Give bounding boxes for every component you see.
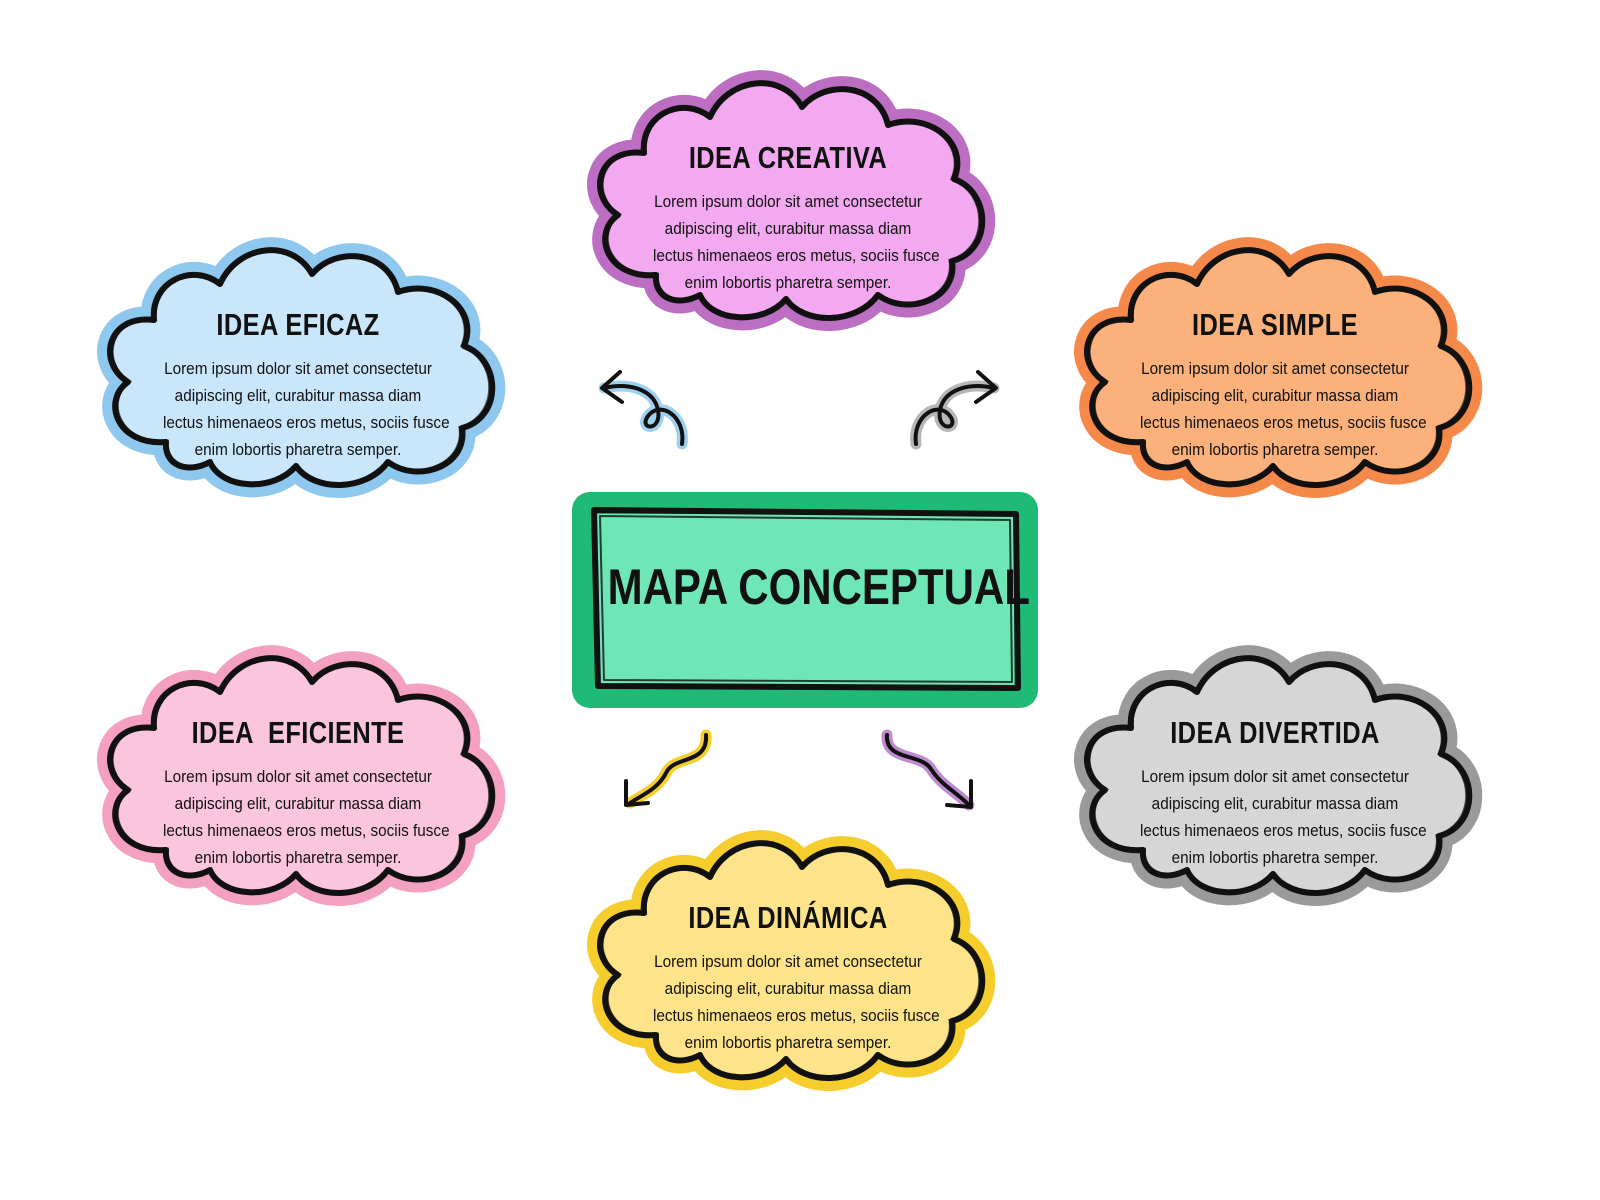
cloud-sketch-line [601, 843, 981, 1078]
idea-text-line: enim lobortis pharetra semper. [194, 848, 402, 867]
idea-text-line: lectus himenaeos eros metus, sociis fusc… [1140, 413, 1427, 432]
idea-text-line: adipiscing elit, curabitur massa diam [1151, 794, 1399, 813]
idea-eficiente-cloud: IDEA EFICIENTE Lorem ipsum dolor sit ame… [88, 630, 508, 910]
idea-eficiente-content: IDEA EFICIENTE Lorem ipsum dolor sit ame… [148, 715, 450, 871]
idea-creativa-cloud: IDEA CREATIVA Lorem ipsum dolor sit amet… [578, 55, 998, 335]
idea-divertida-cloud: IDEA DIVERTIDA Lorem ipsum dolor sit ame… [1065, 630, 1485, 910]
idea-creativa-content: IDEA CREATIVA Lorem ipsum dolor sit amet… [638, 140, 940, 296]
idea-dinamica-cloud: IDEA DINÁMICA Lorem ipsum dolor sit amet… [578, 815, 998, 1095]
idea-simple-title: IDEA SIMPLE [1192, 307, 1358, 342]
idea-text-line: enim lobortis pharetra semper. [1171, 440, 1379, 459]
idea-simple-cloud: IDEA SIMPLE Lorem ipsum dolor sit amet c… [1065, 222, 1485, 502]
central-concept-box: MAPA CONCEPTUAL [570, 490, 1040, 710]
cloud-shape [587, 70, 996, 331]
idea-dinamica-content: IDEA DINÁMICA Lorem ipsum dolor sit amet… [638, 900, 940, 1056]
idea-eficaz-content: IDEA EFICAZ Lorem ipsum dolor sit amet c… [148, 307, 450, 463]
idea-divertida-title: IDEA DIVERTIDA [1170, 715, 1380, 750]
idea-eficaz-cloud: IDEA EFICAZ Lorem ipsum dolor sit amet c… [88, 222, 508, 502]
idea-text-line: lectus himenaeos eros metus, sociis fusc… [163, 413, 450, 432]
arrow-to-idea-eficaz-path [598, 370, 688, 450]
idea-text-line: adipiscing elit, curabitur massa diam [174, 794, 422, 813]
idea-dinamica-title: IDEA DINÁMICA [688, 900, 888, 935]
central-box-border [591, 507, 1021, 691]
idea-creativa-title: IDEA CREATIVA [688, 140, 888, 175]
cloud-sketch-line [1088, 658, 1468, 893]
idea-text-line: Lorem ipsum dolor sit amet consectetur [654, 952, 922, 971]
idea-eficiente-text: Lorem ipsum dolor sit amet consectetur a… [163, 763, 450, 871]
idea-dinamica-text: Lorem ipsum dolor sit amet consectetur a… [653, 948, 940, 1056]
arrow-to-idea-simple-path [910, 370, 1000, 450]
idea-text-line: adipiscing elit, curabitur massa diam [1151, 386, 1399, 405]
arrow-to-idea-eficaz [598, 370, 688, 450]
arrow-to-idea-simple [910, 370, 1000, 450]
idea-text-line: enim lobortis pharetra semper. [684, 1033, 892, 1052]
cloud-shape [1074, 645, 1483, 906]
idea-text-line: adipiscing elit, curabitur massa diam [664, 979, 912, 998]
idea-eficaz-title: IDEA EFICAZ [216, 307, 380, 342]
idea-divertida-text: Lorem ipsum dolor sit amet consectetur a… [1140, 763, 1427, 871]
idea-text-line: lectus himenaeos eros metus, sociis fusc… [1140, 821, 1427, 840]
cloud-sketch-line [111, 658, 491, 893]
central-box-border-sketch [599, 515, 1013, 683]
idea-text-line: Lorem ipsum dolor sit amet consectetur [1141, 359, 1409, 378]
cloud-shape [587, 830, 996, 1091]
idea-text-line: lectus himenaeos eros metus, sociis fusc… [653, 246, 940, 265]
arrow-to-idea-divertida [881, 729, 975, 811]
cloud-shape [97, 237, 506, 498]
arrow-to-idea-dinamica-path [624, 729, 712, 809]
idea-eficiente-title: IDEA EFICIENTE [191, 715, 405, 750]
idea-text-line: enim lobortis pharetra semper. [684, 273, 892, 292]
cloud-shape [1074, 237, 1483, 498]
idea-text-line: lectus himenaeos eros metus, sociis fusc… [163, 821, 450, 840]
arrow-to-idea-divertida-path [881, 729, 975, 811]
idea-text-line: Lorem ipsum dolor sit amet consectetur [654, 192, 922, 211]
idea-eficaz-text: Lorem ipsum dolor sit amet consectetur a… [163, 355, 450, 463]
idea-text-line: adipiscing elit, curabitur massa diam [664, 219, 912, 238]
idea-creativa-text: Lorem ipsum dolor sit amet consectetur a… [653, 188, 940, 296]
idea-text-line: adipiscing elit, curabitur massa diam [174, 386, 422, 405]
cloud-sketch-line [601, 83, 981, 318]
central-box-inner [596, 514, 1014, 686]
idea-simple-text: Lorem ipsum dolor sit amet consectetur a… [1140, 355, 1427, 463]
idea-text-line: Lorem ipsum dolor sit amet consectetur [1141, 767, 1409, 786]
cloud-shape [97, 645, 506, 906]
idea-divertida-content: IDEA DIVERTIDA Lorem ipsum dolor sit ame… [1125, 715, 1427, 871]
idea-text-line: enim lobortis pharetra semper. [1171, 848, 1379, 867]
central-box-shape [572, 492, 1038, 708]
central-concept-title: MAPA CONCEPTUAL [607, 559, 1030, 615]
idea-text-line: Lorem ipsum dolor sit amet consectetur [164, 767, 432, 786]
cloud-sketch-line [1088, 250, 1468, 485]
idea-simple-content: IDEA SIMPLE Lorem ipsum dolor sit amet c… [1125, 307, 1427, 463]
idea-text-line: Lorem ipsum dolor sit amet consectetur [164, 359, 432, 378]
arrow-to-idea-dinamica [624, 729, 712, 809]
cloud-sketch-line [111, 250, 491, 485]
idea-text-line: lectus himenaeos eros metus, sociis fusc… [653, 1006, 940, 1025]
idea-text-line: enim lobortis pharetra semper. [194, 440, 402, 459]
